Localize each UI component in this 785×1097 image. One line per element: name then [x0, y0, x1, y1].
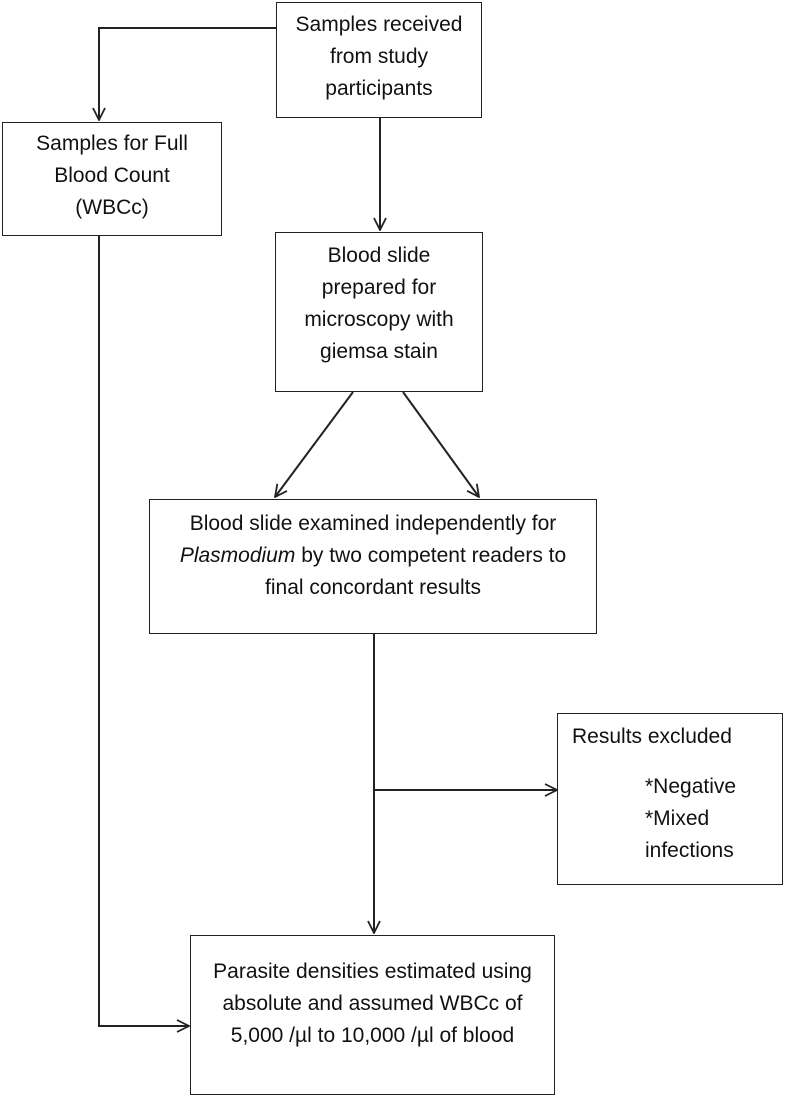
blood-slide-examined-label: Blood slide examined independently for P… [149, 508, 597, 604]
parasite-density-box [190, 935, 555, 1095]
samples-received-box [276, 2, 482, 118]
results-excluded-box [557, 713, 783, 885]
blood-slide-prepared-label: Blood slide prepared for microscopy with… [304, 244, 454, 363]
blood-slide-examined-box [149, 499, 597, 634]
full-blood-count-box [2, 122, 222, 236]
blood-slide-prepared-box [275, 232, 483, 392]
results-excluded-title: Results excluded [572, 725, 732, 748]
connector-fbc-to-density [98, 236, 189, 1026]
results-excluded-list: *Negative *Mixed infections [645, 775, 737, 862]
full-blood-count-label: Samples for Full Blood Count (WBCc) [36, 132, 188, 219]
samples-received-label: Samples received from study participants [295, 13, 463, 100]
examined-line-2: Plasmodium by two competent readers to [179, 544, 567, 567]
connector-slide-to-examined-left [275, 391, 354, 497]
connector-received-to-fbc [99, 27, 276, 120]
connector-slide-to-examined-right [402, 391, 479, 497]
parasite-density-label: Parasite densities estimated using absol… [213, 960, 532, 1047]
